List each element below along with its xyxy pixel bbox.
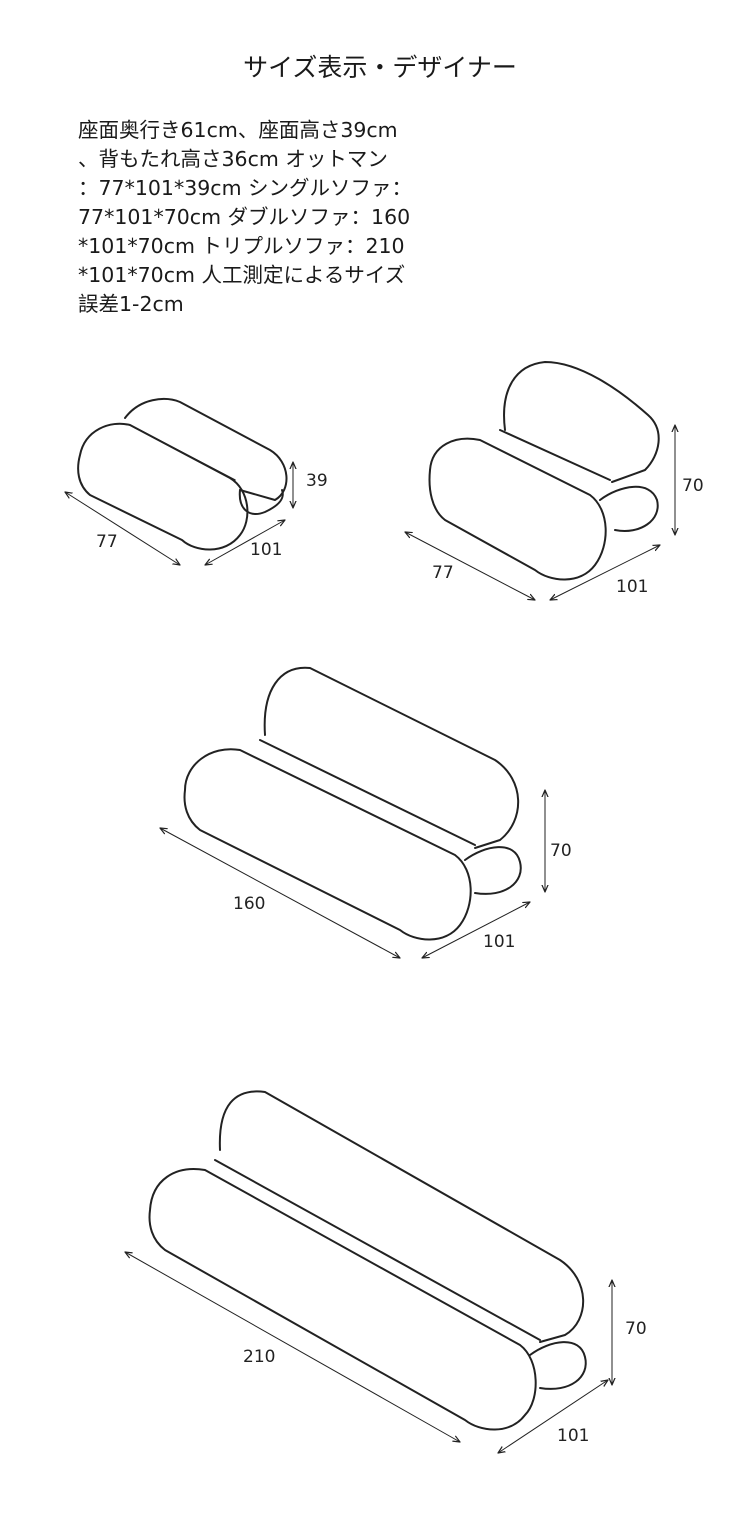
description-line: 、背もたれ高さ36cm オットマン	[78, 147, 388, 171]
triple-depth-label: 101	[557, 1426, 590, 1446]
dim-line-depth	[498, 1380, 608, 1453]
page-title: サイズ表示・デザイナー	[243, 53, 517, 82]
dim-line-depth	[550, 545, 660, 600]
ottoman-width-label: 77	[96, 532, 118, 552]
size-description: 座面奥行き61cm、座面高さ39cm 、背もたれ高さ36cm オットマン ：77…	[78, 116, 478, 319]
ottoman-drawing	[65, 398, 293, 565]
description-line: *101*70cm 人工測定によるサイズ	[78, 263, 406, 287]
triple-sofa-drawing	[125, 1090, 612, 1453]
double-depth-label: 101	[483, 932, 516, 952]
single-depth-label: 101	[616, 577, 649, 597]
double-width-label: 160	[233, 894, 266, 914]
dim-line-depth	[205, 520, 285, 565]
description-line: 座面奥行き61cm、座面高さ39cm	[78, 118, 398, 142]
dim-line-width	[65, 492, 180, 565]
dim-line-width	[405, 532, 535, 600]
description-line: *101*70cm トリプルソファ：210	[78, 234, 405, 258]
description-line: 誤差1-2cm	[78, 292, 184, 316]
single-sofa-drawing	[405, 361, 675, 600]
dim-line-width	[160, 828, 400, 958]
ottoman-height-label: 39	[306, 471, 328, 491]
double-height-label: 70	[550, 841, 572, 861]
ottoman-depth-label: 101	[250, 540, 283, 560]
triple-height-label: 70	[625, 1319, 647, 1339]
single-width-label: 77	[432, 563, 454, 583]
double-sofa-drawing	[160, 666, 545, 958]
description-line: ：77*101*39cm シングルソファ：	[78, 176, 413, 200]
single-height-label: 70	[682, 476, 704, 496]
description-line: 77*101*70cm ダブルソファ：160	[78, 205, 411, 229]
dim-line-width	[125, 1252, 460, 1442]
dim-line-depth	[422, 902, 530, 958]
triple-width-label: 210	[243, 1347, 276, 1367]
